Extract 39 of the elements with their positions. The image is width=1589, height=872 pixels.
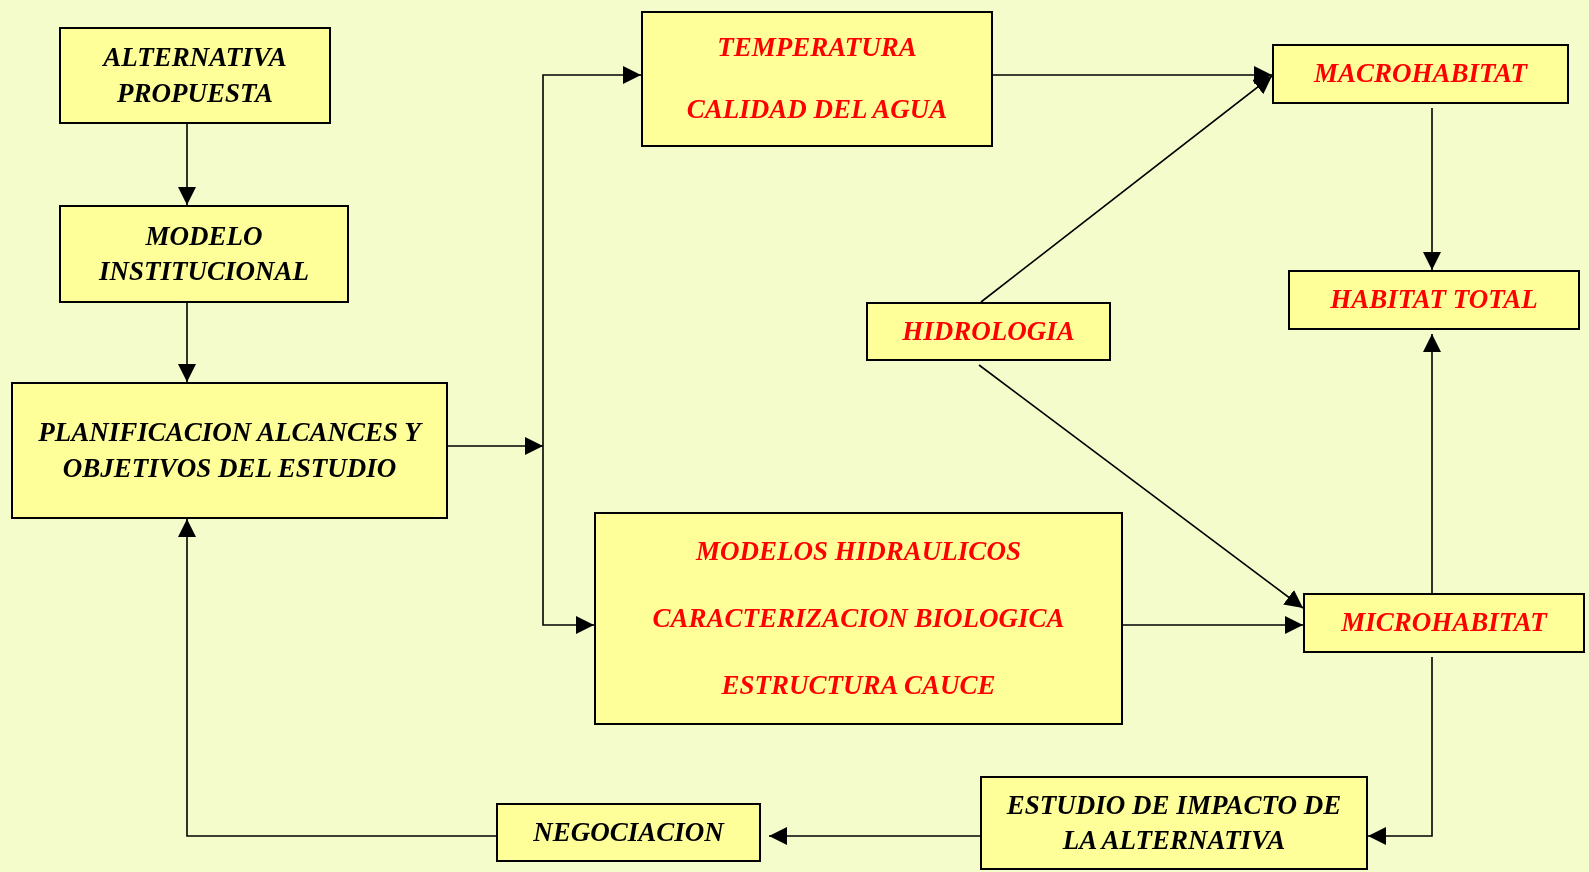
process-box (496, 803, 761, 862)
arrow (178, 518, 497, 837)
process-box (59, 27, 331, 124)
arrow (768, 827, 981, 845)
box-label: MICROHABITAT (1340, 606, 1549, 640)
box-label: HABITAT TOTAL (1329, 283, 1539, 317)
box-label: ESTUDIO DE IMPACTO DE LA ALTERNATIVA (1005, 788, 1343, 857)
box-label: NEGOCIACION (532, 815, 726, 849)
process-box (641, 11, 993, 147)
arrow (1122, 616, 1304, 634)
arrow (447, 437, 544, 455)
arrow (542, 445, 595, 634)
process-box (59, 205, 349, 303)
arrow (978, 364, 1304, 609)
arrow (542, 66, 642, 447)
box-label: TEMPERATURA (716, 31, 918, 65)
process-box (1272, 44, 1569, 104)
arrow (1423, 333, 1441, 594)
process-box (1288, 270, 1580, 330)
box-label: CARACTERIZACION BIOLOGICA (651, 601, 1066, 635)
arrow (1423, 107, 1441, 271)
arrow (992, 66, 1273, 84)
box-label: MODELOS HIDRAULICOS (694, 534, 1022, 568)
box-label: PLANIFICACION ALCANCES Y OBJETIVOS DEL ESTUDIO (37, 416, 424, 485)
box-label: HIDROLOGIA (901, 314, 1076, 348)
box-label: MODELO INSTITUCIONAL (97, 219, 310, 288)
arrow (1367, 656, 1433, 845)
box-label: ALTERNATIVA PROPUESTA (101, 41, 288, 110)
box-label: CALIDAD DEL AGUA (685, 93, 949, 127)
box-label: MACROHABITAT (1312, 57, 1529, 91)
process-box (980, 776, 1368, 870)
arrow (178, 302, 196, 383)
arrow (980, 75, 1273, 303)
box-label: ESTRUCTURA CAUCE (720, 668, 997, 702)
process-box (11, 382, 448, 519)
process-box (594, 512, 1123, 725)
process-box (1303, 593, 1585, 653)
process-box (866, 302, 1111, 361)
arrow (178, 123, 196, 206)
